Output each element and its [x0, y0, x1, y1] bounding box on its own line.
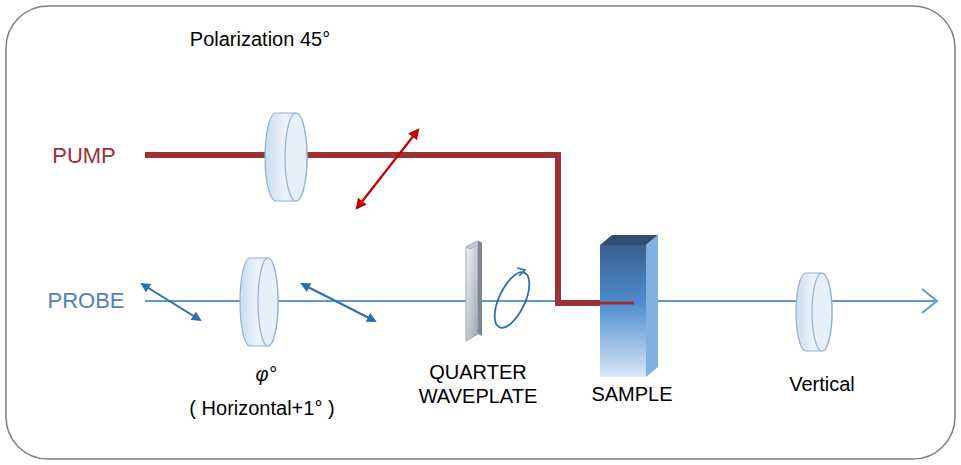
component-label: QUARTER WAVEPLATE: [413, 360, 543, 408]
analyzer-polarizer: [796, 273, 832, 351]
pump-beam: [145, 155, 655, 303]
component-label: SAMPLE: [591, 382, 672, 406]
waveplate-side: [478, 241, 482, 336]
polarizer-body: [265, 113, 307, 201]
sample-front: [600, 245, 646, 377]
polarizer-label: Polarization 45°: [190, 27, 330, 51]
frame: [6, 6, 955, 459]
polarization-rotation-arrow: [517, 268, 525, 276]
waveplate-face: [466, 241, 478, 341]
beam-label: PROBE: [47, 288, 124, 314]
polarizer-body: [796, 273, 832, 351]
angle-label: φ°: [255, 362, 276, 386]
probe-polarization-arrow: [142, 284, 200, 320]
probe-polarization-arrow: [302, 284, 375, 321]
beam-label: PUMP: [52, 143, 116, 169]
pump-polarizer: [265, 113, 307, 201]
component-label: Vertical: [789, 372, 855, 396]
polarizer-body: [240, 258, 278, 346]
polarizer-face: [812, 273, 832, 351]
elliptical-polarization: [488, 267, 537, 332]
sample-side: [646, 235, 658, 377]
polarizer-face: [258, 258, 278, 346]
probe-arrowhead: [922, 289, 937, 313]
pump-polarization-arrow: [357, 130, 418, 208]
angle-note: ( Horizontal+1° ): [189, 396, 334, 420]
sample-block: [600, 235, 658, 377]
quarter-waveplate: [466, 241, 482, 341]
pump-beam-on-sample: [558, 302, 634, 305]
polarizer-face: [285, 113, 307, 201]
probe-polarizer: [240, 258, 278, 346]
